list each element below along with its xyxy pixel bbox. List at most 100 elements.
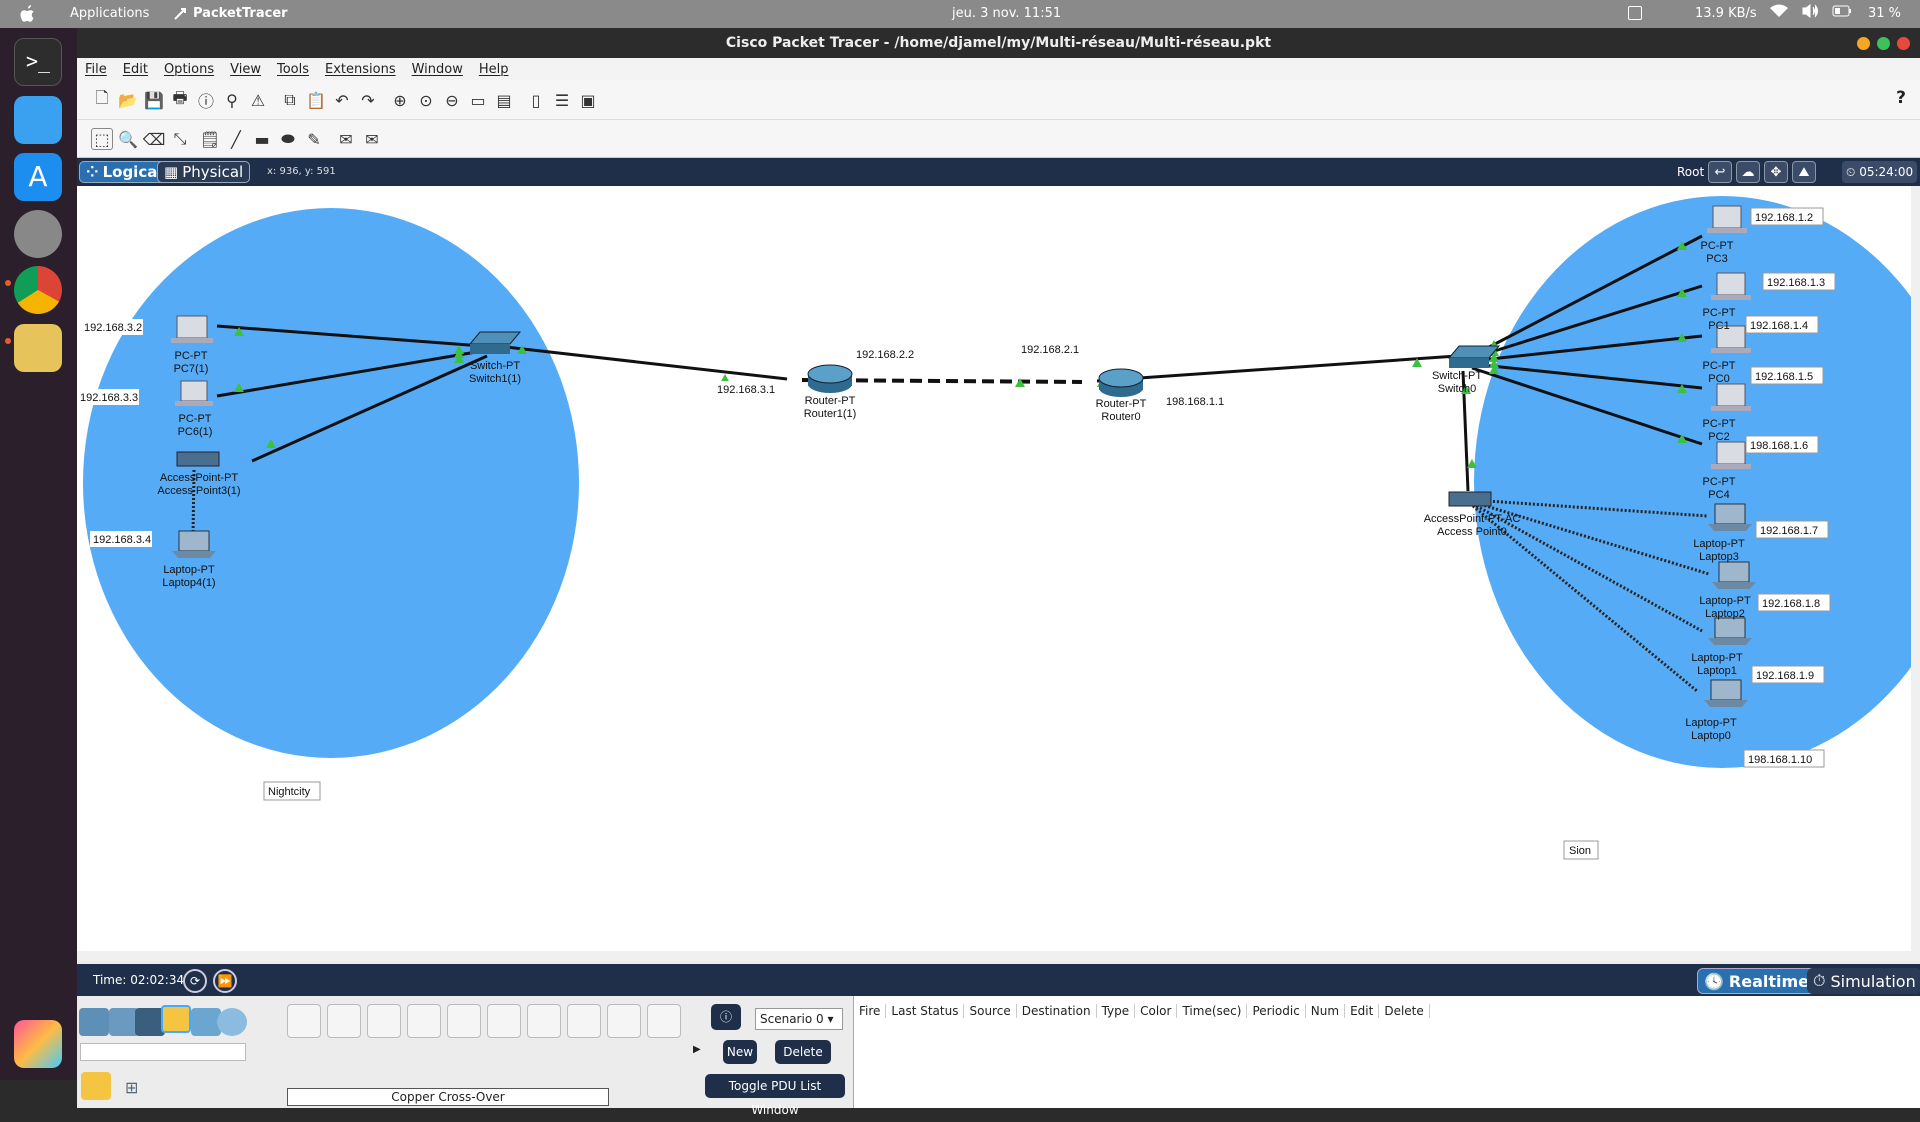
ellipse-tool-icon[interactable]: ⬬: [281, 129, 295, 148]
info-icon[interactable]: ⓘ: [197, 92, 214, 111]
fast-forward-icon[interactable]: ⏩: [213, 969, 237, 993]
device-list-icon[interactable]: ☰: [554, 90, 570, 110]
simple-pdu-icon[interactable]: ✉: [339, 129, 353, 149]
coaxial-icon[interactable]: [527, 1004, 561, 1038]
pdu-column[interactable]: Delete: [1379, 1004, 1430, 1018]
wlink-ap3-laptop4[interactable]: [191, 469, 196, 537]
open-folder-icon[interactable]: 📂: [118, 90, 138, 110]
physical-tab[interactable]: ▦ Physical: [157, 161, 251, 183]
device-ap3[interactable]: [176, 451, 220, 467]
simulation-mode-button[interactable]: ⏱ Simulation: [1807, 968, 1920, 994]
collapse-arrow-icon[interactable]: ▶: [693, 1044, 701, 1055]
link-switch0-pc2[interactable]: [1471, 362, 1703, 390]
device-switch0[interactable]: [1447, 345, 1501, 368]
device-router0[interactable]: [1098, 368, 1144, 397]
pdu-column[interactable]: Color: [1135, 1004, 1178, 1018]
zoom-in-icon[interactable]: ⊕: [393, 90, 407, 110]
help-question-icon[interactable]: ?: [1896, 88, 1906, 108]
menu-options[interactable]: Options: [163, 61, 215, 77]
finder-icon[interactable]: [14, 96, 62, 144]
link-ap3-switch1[interactable]: [251, 354, 488, 463]
menu-edit[interactable]: Edit: [122, 61, 148, 77]
device-pc3[interactable]: [1707, 205, 1747, 233]
device-switch1[interactable]: [468, 331, 522, 354]
copper-straight-icon[interactable]: [367, 1004, 401, 1038]
pdu-column[interactable]: Periodic: [1247, 1004, 1306, 1018]
inspect-tool-icon[interactable]: 🔍: [118, 129, 138, 149]
screenshot-icon[interactable]: ▣: [580, 90, 596, 110]
close-button[interactable]: [1897, 37, 1910, 50]
link-switch0-pc3[interactable]: [1471, 234, 1703, 358]
background-image-icon[interactable]: ⛰: [1792, 161, 1816, 183]
drawing-palette-icon[interactable]: ▭: [470, 90, 486, 110]
network-devices-category-icon[interactable]: [79, 1008, 109, 1036]
minimize-button[interactable]: [1857, 37, 1870, 50]
menu-extensions[interactable]: Extensions: [325, 61, 396, 77]
area-sion[interactable]: [1474, 196, 1920, 768]
notes-icon[interactable]: ▯: [531, 90, 541, 110]
pdu-column[interactable]: Destination: [1017, 1004, 1097, 1018]
wlink-ap0-laptop0[interactable]: [1472, 504, 1698, 693]
pdu-column[interactable]: Time(sec): [1177, 1004, 1248, 1018]
horizontal-scrollbar[interactable]: [77, 951, 1920, 961]
link-switch1-router1[interactable]: [496, 344, 788, 381]
link-pc7-switch1[interactable]: [216, 324, 483, 348]
area-nightcity[interactable]: [83, 208, 579, 758]
menu-tools[interactable]: Tools: [276, 61, 310, 77]
undo-icon[interactable]: ↶: [335, 90, 349, 110]
device-pc4[interactable]: [1711, 441, 1751, 469]
misc-category-icon[interactable]: [191, 1008, 221, 1036]
navigation-icon[interactable]: ✥: [1764, 161, 1788, 183]
device-pc1[interactable]: [1711, 272, 1751, 300]
active-app-menu[interactable]: PacketTracer: [173, 6, 288, 21]
logical-tab[interactable]: ⁘ Logical: [79, 161, 170, 183]
wlink-ap0-laptop3[interactable]: [1472, 498, 1708, 518]
device-pc0[interactable]: [1711, 325, 1751, 353]
device-search[interactable]: [80, 1043, 246, 1061]
applications-menu[interactable]: Applications: [70, 6, 150, 21]
apple-icon[interactable]: [20, 5, 36, 23]
paste-icon[interactable]: 📋: [306, 90, 326, 110]
battery-icon[interactable]: [1832, 5, 1852, 17]
phone-cable-icon[interactable]: [487, 1004, 521, 1038]
logical-workspace[interactable]: PC-PT PC7(1) PC-PT PC6(1) AccessPoint-PT…: [77, 186, 1920, 961]
realtime-mode-button[interactable]: 🕓 Realtime: [1697, 968, 1817, 994]
device-pc6[interactable]: [175, 380, 213, 406]
vertical-scrollbar[interactable]: [1911, 186, 1920, 952]
rectangle-tool-icon[interactable]: ▬: [254, 129, 270, 149]
datetime[interactable]: jeu. 3 nov. 11:51: [952, 6, 1062, 21]
back-icon[interactable]: ↩: [1708, 161, 1732, 183]
wlink-ap0-laptop2[interactable]: [1472, 500, 1710, 576]
app-store-icon[interactable]: A: [14, 153, 62, 201]
automatic-connection-icon[interactable]: [287, 1004, 321, 1038]
octal-cable-icon[interactable]: [647, 1004, 681, 1038]
save-icon[interactable]: 💾: [144, 90, 164, 110]
copy-icon[interactable]: ⧉: [284, 90, 296, 109]
serial-dce-icon[interactable]: [567, 1004, 601, 1038]
device-router1[interactable]: [807, 364, 853, 393]
new-file-icon[interactable]: 🗋: [95, 87, 109, 107]
volume-icon[interactable]: [1802, 4, 1818, 18]
pdu-column[interactable]: Fire: [854, 1004, 887, 1018]
console-cable-icon[interactable]: [327, 1004, 361, 1038]
screen-indicator-icon[interactable]: [1628, 6, 1642, 20]
viewport-clock[interactable]: ⏲ 05:24:00: [1842, 161, 1918, 183]
delete-pdu-button[interactable]: Delete: [775, 1040, 831, 1064]
topology-canvas[interactable]: PC-PT PC7(1) PC-PT PC6(1) AccessPoint-PT…: [77, 186, 1920, 952]
show-apps-icon[interactable]: [14, 1020, 62, 1068]
pdu-column[interactable]: Num: [1306, 1004, 1346, 1018]
wifi-icon[interactable]: [1770, 4, 1788, 18]
power-cycle-icon[interactable]: ⟳: [183, 969, 207, 993]
delete-tool-icon[interactable]: ⌫: [142, 129, 166, 149]
device-laptop2[interactable]: [1712, 561, 1756, 589]
link-switch0-pc1[interactable]: [1471, 284, 1703, 360]
chrome-icon[interactable]: [14, 266, 62, 314]
resize-tool-icon[interactable]: ⤡: [173, 129, 187, 148]
multiuser-category-icon[interactable]: [217, 1008, 247, 1036]
serial-dte-icon[interactable]: [607, 1004, 641, 1038]
pdu-column[interactable]: Source: [964, 1004, 1017, 1018]
device-ap0[interactable]: [1448, 491, 1492, 507]
network-wizard-icon[interactable]: ⚲: [226, 90, 238, 110]
link-switch0-pc4[interactable]: [1471, 366, 1703, 446]
fiber-icon[interactable]: [447, 1004, 481, 1038]
